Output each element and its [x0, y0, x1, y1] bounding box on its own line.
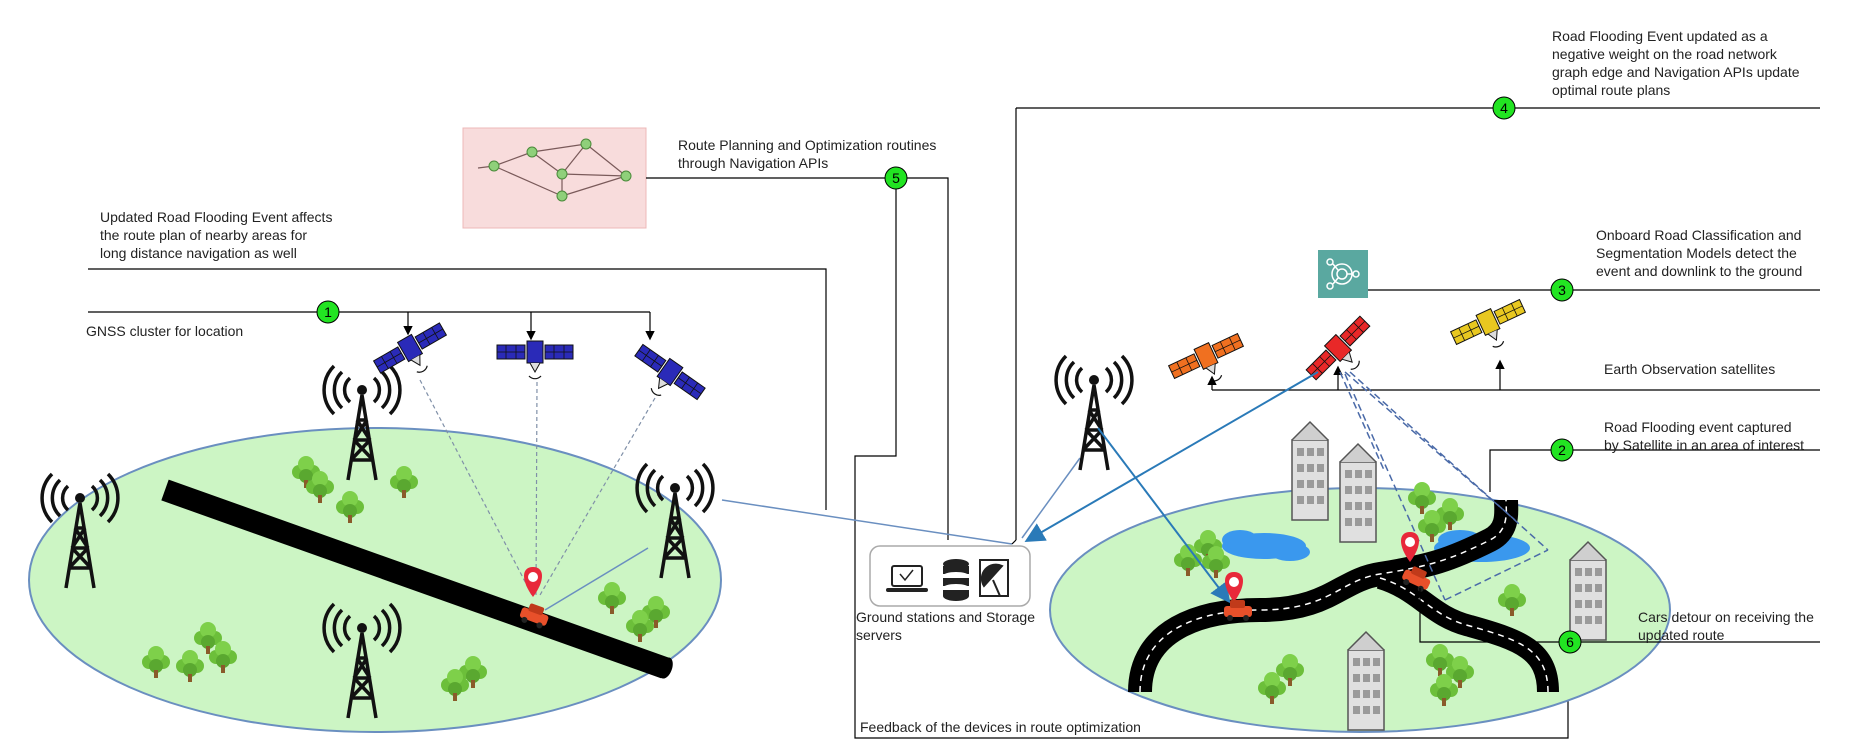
left-highway-road [161, 479, 669, 679]
updated-event-connector [88, 268, 827, 510]
tower-to-station-link [721, 499, 1013, 545]
graph-network-icon [462, 127, 647, 229]
negative-weight-label: Road Flooding Event updated as a negativ… [1552, 28, 1800, 98]
ground-stations-label: Ground stations and Storage servers [856, 609, 1036, 643]
eo-satellite-icon [1448, 295, 1535, 363]
satellite-observation-cone [1339, 371, 1549, 601]
ground-station-box [869, 545, 1031, 607]
updated-event-label: Updated Road Flooding Event affects the … [100, 209, 333, 261]
svg-text:5: 5 [892, 170, 900, 186]
downlink-arrow [1024, 371, 1319, 543]
flood-captured-label: Road Flooding event captured by Satellit… [1604, 419, 1805, 453]
onboard-models-label: Onboard Road Classification and Segmenta… [1596, 227, 1803, 279]
step-badge-4: 4 [1492, 96, 1516, 120]
car-to-tower-link [544, 547, 649, 611]
step-badge-5: 5 [884, 166, 908, 190]
svg-text:2: 2 [1558, 442, 1566, 458]
satellite-dish-icon [979, 559, 1009, 597]
eo-satellite-icon [1166, 329, 1253, 397]
neural-network-icon [1318, 250, 1368, 298]
svg-text:4: 4 [1500, 100, 1508, 116]
gnss-satellite-icon [622, 340, 709, 417]
route-planning-label: Route Planning and Optimization routines… [678, 137, 937, 171]
feedback-connector [854, 178, 1569, 739]
svg-text:1: 1 [324, 304, 332, 320]
building-icon [1291, 421, 1329, 521]
gnss-satellite-icon [496, 340, 574, 380]
cell-tower-icon [1054, 354, 1134, 472]
database-icon [943, 559, 969, 601]
feedback-label: Feedback of the devices in route optimiz… [860, 719, 1141, 735]
step-badge-3: 3 [1550, 278, 1574, 302]
gnss-cluster-label: GNSS cluster for location [86, 323, 244, 339]
step-badge-1: 1 [316, 300, 340, 324]
eo-satellite-icon [1302, 312, 1385, 395]
laptop-icon [886, 565, 928, 592]
detour-connector [1419, 588, 1820, 643]
svg-text:3: 3 [1558, 282, 1566, 298]
route-update-arrow [1097, 427, 1231, 604]
building-icon [1569, 541, 1607, 641]
step-badge-6: 6 [1558, 630, 1582, 654]
building-icon [1347, 631, 1385, 731]
step-badge-2: 2 [1550, 438, 1574, 462]
eo-satellites-label: Earth Observation satellites [1604, 361, 1776, 377]
gnss-satellite-icon [370, 318, 457, 391]
cars-detour-label: Cars detour on receiving the updated rou… [1638, 609, 1814, 643]
gnss-signal-lines [419, 379, 656, 596]
svg-text:6: 6 [1566, 634, 1574, 650]
building-icon [1339, 443, 1377, 543]
